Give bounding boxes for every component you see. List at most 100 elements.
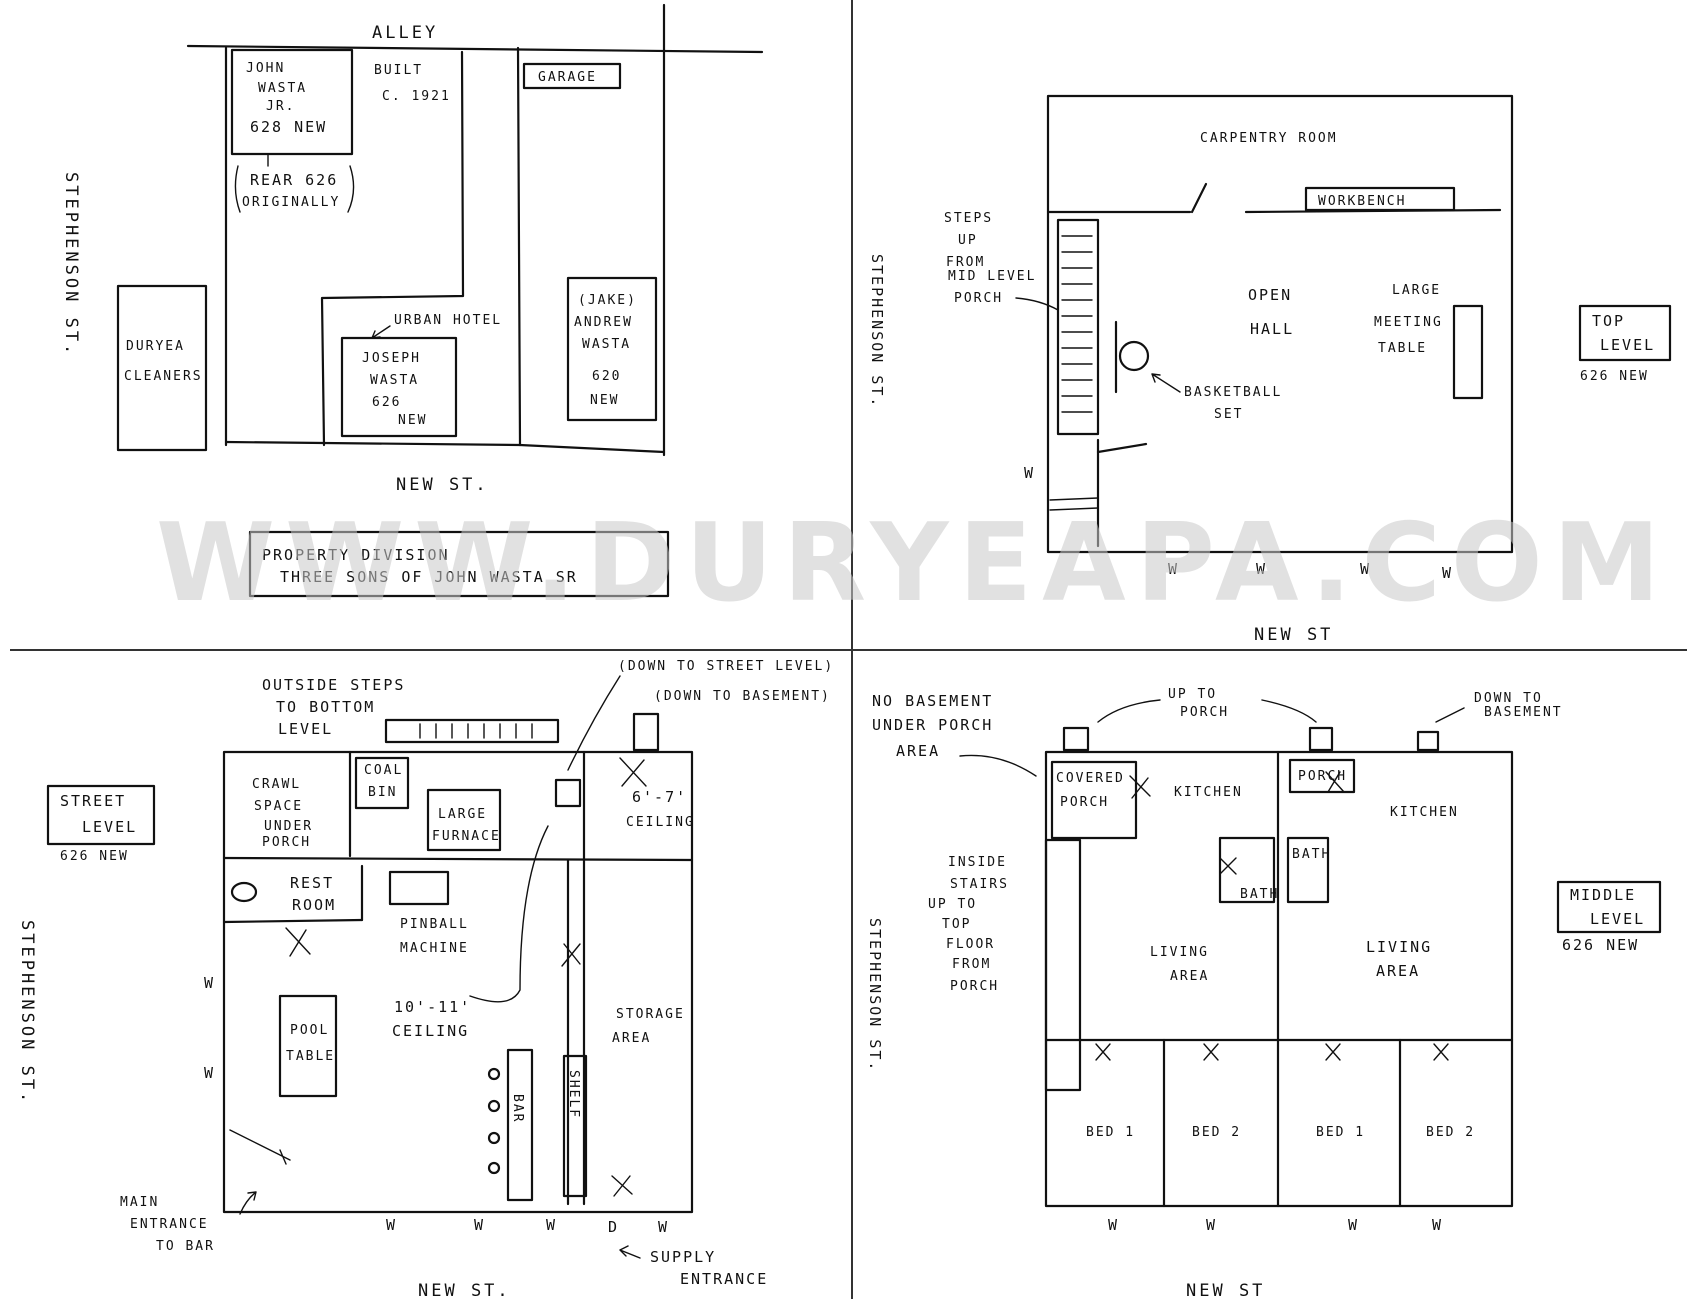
level-label: LEVEL <box>82 818 137 836</box>
room-label: ROOM <box>292 896 336 914</box>
ceiling-height-high: 10'-11' <box>394 998 471 1016</box>
entrance-label: ENTRANCE <box>680 1270 768 1288</box>
middle-label: MIDDLE <box>1570 886 1636 904</box>
joseph-line: 626 <box>372 395 401 410</box>
urban-hotel-label: URBAN HOTEL <box>394 313 502 328</box>
up-to-label: UP TO <box>1168 687 1217 702</box>
new-st-label: NEW ST. <box>396 475 489 495</box>
inside-stairs-line: STAIRS <box>950 877 1009 892</box>
open-label: OPEN <box>1248 286 1292 304</box>
duryea-cleaners-lot <box>116 284 208 452</box>
crawl-line: CRAWL <box>252 777 301 792</box>
street-level-panel: OUTSIDE STEPS TO BOTTOM LEVEL (DOWN TO S… <box>17 659 834 1299</box>
pinball-label: PINBALL <box>400 917 469 932</box>
andrew-line: NEW <box>590 393 619 408</box>
inside-stairs-line: FLOOR <box>946 937 995 952</box>
furnace-stairs <box>554 778 582 808</box>
built-year: C. 1921 <box>382 89 451 104</box>
window-marker: W <box>546 1216 557 1234</box>
porch-steps <box>1308 726 1334 752</box>
andrew-line: WASTA <box>582 337 631 352</box>
basement-stairs <box>1416 730 1440 752</box>
area-label: AREA <box>1376 962 1420 980</box>
top-level-box <box>1578 304 1672 362</box>
ceiling-label: CEILING <box>626 815 695 830</box>
kitchen-label: KITCHEN <box>1390 805 1459 820</box>
door-marker: D <box>608 1218 619 1236</box>
down-to-street-label: (DOWN TO STREET LEVEL) <box>618 659 834 674</box>
meeting-line: LARGE <box>1392 283 1441 298</box>
garage-label: GARAGE <box>538 70 597 85</box>
no-basement-line: AREA <box>896 742 940 760</box>
built-label: BUILT <box>374 63 423 78</box>
porch-room-label: PORCH <box>1298 769 1347 784</box>
basement-stairs <box>632 712 660 752</box>
pool-label: POOL <box>290 1023 329 1038</box>
middle-level-box <box>1556 880 1662 934</box>
bed-2-label: BED 2 <box>1192 1125 1241 1140</box>
bathroom-right <box>1286 836 1330 904</box>
window-marker: W <box>1108 1216 1119 1234</box>
window-marker: W <box>1168 560 1179 578</box>
coal-bin <box>354 756 410 810</box>
basketball-ring <box>1118 340 1150 372</box>
inside-stairs-line: INSIDE <box>948 855 1007 870</box>
main-entrance-line: MAIN <box>120 1195 159 1210</box>
bar-stool <box>487 1131 501 1145</box>
division-subtitle: THREE SONS OF JOHN WASTA SR <box>280 568 578 586</box>
steps-line: STEPS <box>944 211 993 226</box>
level-label: LEVEL <box>1600 336 1655 354</box>
top-level-address: 626 NEW <box>1580 369 1649 384</box>
window-marker: W <box>1442 564 1453 582</box>
no-basement-line: UNDER PORCH <box>872 716 993 734</box>
bar-counter <box>506 1048 534 1202</box>
living-label: LIVING <box>1150 945 1209 960</box>
street-label: STREET <box>60 792 126 810</box>
crawl-line: SPACE <box>254 799 303 814</box>
main-entrance-line: TO BAR <box>156 1239 215 1254</box>
porch-room <box>1288 758 1356 794</box>
john-jr-line: JOHN <box>246 61 285 76</box>
workbench-label: WORKBENCH <box>1318 194 1406 209</box>
crawl-line: PORCH <box>262 835 311 850</box>
door-and-window-marks <box>229 757 1449 1197</box>
furnace-line: LARGE <box>438 807 487 822</box>
workbench <box>1304 186 1456 212</box>
john-jr-line: 628 NEW <box>250 118 327 136</box>
street-level-address: 626 NEW <box>60 849 129 864</box>
stephenson-st-label: STEPHENSON ST. <box>866 918 884 1072</box>
john-jr-line: JR. <box>266 99 295 114</box>
duryea-label: DURYEA <box>126 339 185 354</box>
carpentry-room-label: CARPENTRY ROOM <box>1200 131 1338 146</box>
window-marker: W <box>1360 560 1371 578</box>
basement-label: BASEMENT <box>1484 705 1563 720</box>
john-jr-lot <box>230 48 354 156</box>
top-level-panel: CARPENTRY ROOM WORKBENCH STEPS UP FROM M… <box>868 94 1672 645</box>
meeting-line: MEETING <box>1374 315 1443 330</box>
bathroom-left <box>1218 836 1276 904</box>
area-label: AREA <box>612 1031 651 1046</box>
living-label: LIVING <box>1366 938 1432 956</box>
rest-label: REST <box>290 874 334 892</box>
john-jr-line: WASTA <box>258 81 307 96</box>
top-level-outline <box>1046 94 1514 554</box>
outside-steps-line: TO BOTTOM <box>276 698 375 716</box>
andrew-line: 620 <box>592 369 621 384</box>
garage-box <box>522 62 622 90</box>
inside-stairs-line: PORCH <box>950 979 999 994</box>
stephenson-st-label: STEPHENSON ST. <box>868 254 886 408</box>
large-furnace <box>426 788 502 852</box>
toilet <box>230 881 258 903</box>
bath-label: BATH <box>1240 887 1279 902</box>
inside-stairs-line: UP TO <box>928 897 977 912</box>
meeting-line: TABLE <box>1378 341 1427 356</box>
steps-line: PORCH <box>954 291 1003 306</box>
inside-stairs <box>1044 838 1082 1092</box>
down-to-label: DOWN TO <box>1474 691 1543 706</box>
window-marker: W <box>658 1218 669 1236</box>
property-division-box <box>248 530 670 598</box>
shelf-label: SHELF <box>566 1070 581 1119</box>
alley-label: ALLEY <box>372 23 438 43</box>
cleaners-label: CLEANERS <box>124 369 203 384</box>
bin-label: BIN <box>368 785 397 800</box>
